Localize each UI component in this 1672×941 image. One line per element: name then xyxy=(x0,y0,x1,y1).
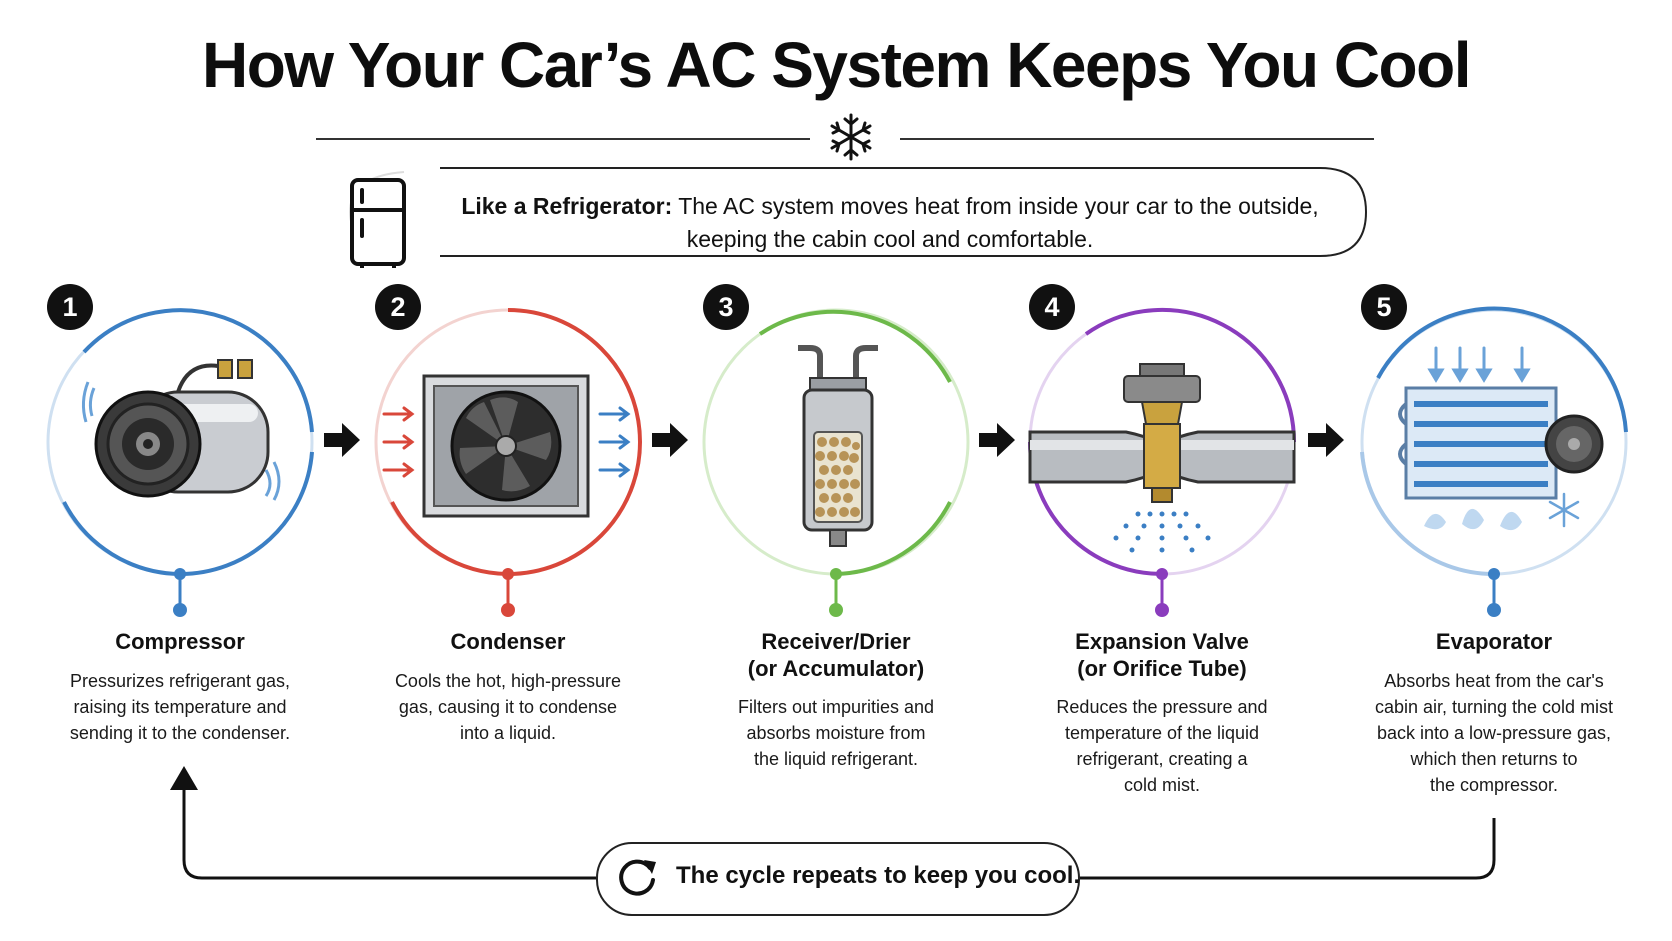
arrow-right-icon xyxy=(324,423,360,457)
description-line: cabin air, turning the cold mist xyxy=(1374,697,1614,717)
description-line: refrigerant, creating a xyxy=(1076,749,1248,769)
step-ring xyxy=(46,308,314,617)
step-title: Receiver/Drier (or Accumulator) xyxy=(696,628,976,682)
step-title-line: Receiver/Drier xyxy=(761,629,911,654)
step-description: Pressurizes refrigerant gas, raising its… xyxy=(30,668,330,746)
step-ring xyxy=(374,308,643,617)
description-line: into a liquid. xyxy=(459,723,557,743)
divider-right xyxy=(900,138,1374,140)
expansion-valve-icon xyxy=(1028,363,1296,553)
description-line: temperature of the liquid xyxy=(1064,723,1260,743)
condenser-icon xyxy=(382,374,631,518)
step-description: Filters out impurities and absorbs moist… xyxy=(686,694,986,772)
description-line: Reduces the pressure and xyxy=(1056,697,1268,717)
step-number-badge: 3 xyxy=(703,284,749,330)
snowflake-icon xyxy=(830,113,872,161)
callout-line1: The AC system moves heat from inside you… xyxy=(678,193,1319,219)
refrigerator-icon xyxy=(350,178,406,268)
description-line: which then returns to xyxy=(1410,749,1578,769)
step-title: Condenser xyxy=(450,629,566,654)
compressor-icon xyxy=(81,359,281,501)
description-line: Absorbs heat from the car's xyxy=(1384,671,1604,691)
description-line: cold mist. xyxy=(1123,775,1201,795)
step-ring xyxy=(702,308,970,617)
divider-left xyxy=(316,138,810,140)
description-line: Pressurizes refrigerant gas, xyxy=(69,671,291,691)
step-title-line: (or Orifice Tube) xyxy=(1077,656,1247,681)
cycle-banner xyxy=(596,842,1080,916)
description-line: the liquid refrigerant. xyxy=(753,749,919,769)
step-number-badge: 2 xyxy=(375,284,421,330)
step-number-badge: 5 xyxy=(1361,284,1407,330)
evaporator-icon xyxy=(1398,346,1604,531)
step-description: Cools the hot, high-pressure gas, causin… xyxy=(358,668,658,746)
description-line: back into a low-pressure gas, xyxy=(1376,723,1612,743)
description-line: absorbs moisture from xyxy=(746,723,926,743)
callout-label: Like a Refrigerator: xyxy=(461,193,673,219)
callout-line2: keeping the cabin cool and comfortable. xyxy=(686,226,1094,252)
step-title: Evaporator xyxy=(1435,629,1553,654)
description-line: Cools the hot, high-pressure xyxy=(394,671,622,691)
step-title: Expansion Valve (or Orifice Tube) xyxy=(1022,628,1302,682)
step-ring xyxy=(1360,306,1628,617)
step-number-badge: 4 xyxy=(1029,284,1075,330)
step-number-badge: 1 xyxy=(47,284,93,330)
step-description: Absorbs heat from the car's cabin air, t… xyxy=(1339,668,1649,798)
step-description: Reduces the pressure and temperature of … xyxy=(1012,694,1312,798)
arrow-right-icon xyxy=(979,423,1015,457)
arrow-right-icon xyxy=(652,423,688,457)
receiver-drier-icon xyxy=(798,345,878,547)
cycle-text: The cycle repeats to keep you cool. xyxy=(676,862,1081,889)
step-title-line: Expansion Valve xyxy=(1075,629,1249,654)
description-line: raising its temperature and xyxy=(73,697,287,717)
description-line: sending it to the condenser. xyxy=(69,723,291,743)
arrow-right-icon xyxy=(1308,423,1344,457)
callout-text: Like a Refrigerator: The AC system moves… xyxy=(440,190,1340,256)
step-title-line: (or Accumulator) xyxy=(747,656,925,681)
description-line: Filters out impurities and xyxy=(737,697,935,717)
description-line: the compressor. xyxy=(1429,775,1559,795)
page-title: How Your Car’s AC System Keeps You Cool xyxy=(201,29,1472,101)
step-title: Compressor xyxy=(115,629,245,654)
description-line: gas, causing it to condense xyxy=(398,697,618,717)
refresh-icon xyxy=(619,859,656,896)
